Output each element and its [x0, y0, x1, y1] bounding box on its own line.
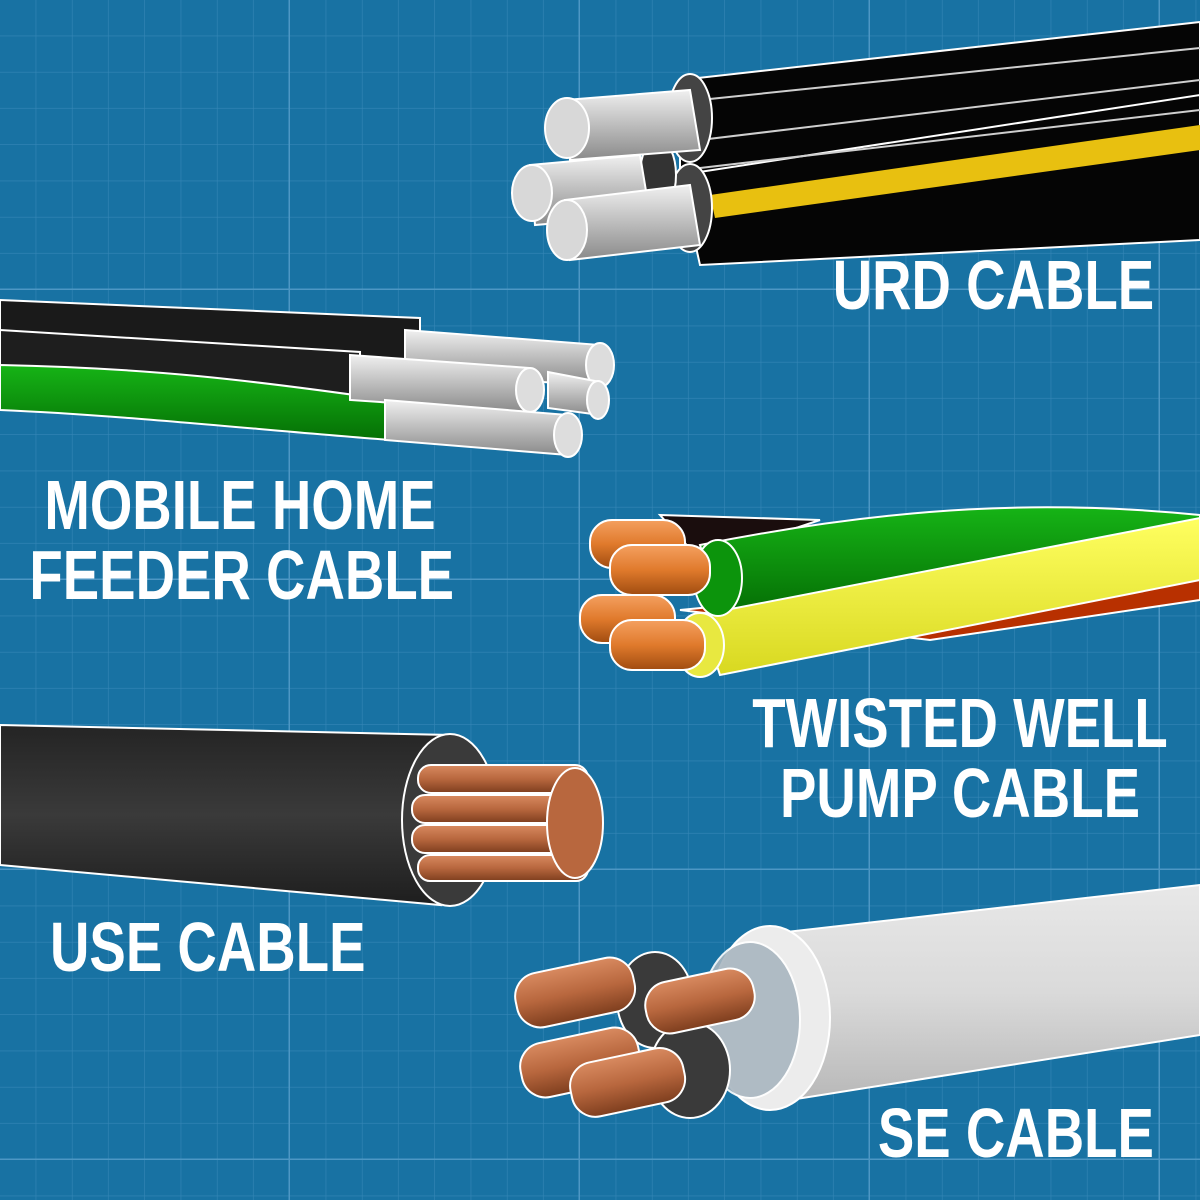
urd-cable-label-line-1: URD CABLE: [832, 246, 1154, 324]
urd-cable-illustration: [511, 20, 1200, 267]
mobile-home-feeder-cable-illustration: [0, 298, 615, 458]
se-cable-illustration: [514, 883, 1200, 1119]
se-cable-label-line-1: SE CABLE: [877, 1094, 1154, 1172]
mobile-home-feeder-label-line-1: MOBILE HOME: [44, 466, 436, 544]
twisted-well-pump-label-line-1: TWISTED WELL: [752, 684, 1168, 762]
use-cable-illustration: [0, 723, 604, 907]
urd-cable-label: URD CABLE: [832, 250, 1154, 320]
twisted-well-pump-cable-label: TWISTED WELL PUMP CABLE: [749, 688, 1170, 828]
use-cable-label: USE CABLE: [50, 912, 365, 982]
twisted-well-pump-label-line-2: PUMP CABLE: [780, 754, 1140, 832]
use-cable-label-line-1: USE CABLE: [50, 908, 366, 986]
twisted-well-pump-cable-illustration: [579, 506, 1200, 678]
mobile-home-feeder-label-line-2: FEEDER CABLE: [29, 536, 455, 614]
mobile-home-feeder-cable-label: MOBILE HOME FEEDER CABLE: [29, 466, 455, 614]
se-cable-label: SE CABLE: [878, 1098, 1154, 1168]
